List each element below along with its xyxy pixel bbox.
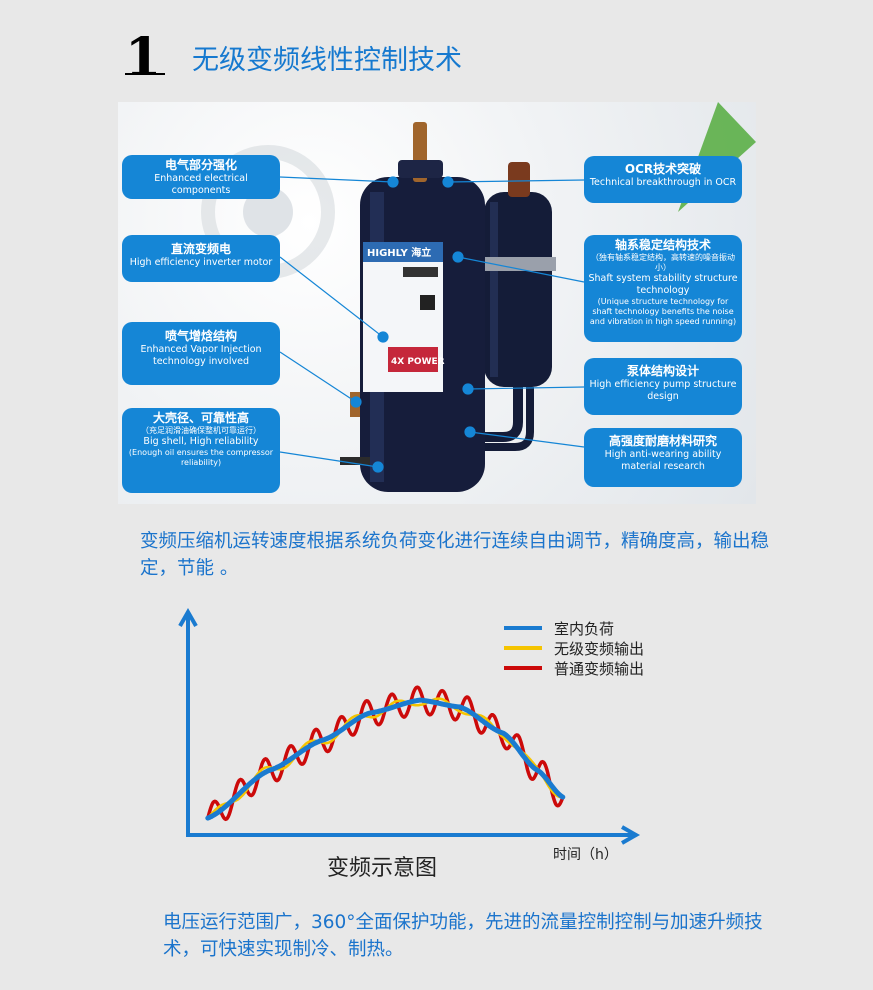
feature-title: 喷气增焓结构 xyxy=(164,329,237,343)
feature-box-ocr: OCR技术突破 Technical breakthrough in OCR xyxy=(584,156,742,203)
series-line-1 xyxy=(206,697,565,820)
feature-box-motor: 直流变频电 High efficiency inverter motor xyxy=(122,235,280,282)
feature-desc: Enhanced Vapor Injection technology invo… xyxy=(140,344,262,367)
feature-desc: High efficiency inverter motor xyxy=(129,257,273,268)
feature-desc: Shaft system stability structure technol… xyxy=(588,273,738,296)
section-number: 1 xyxy=(125,27,161,88)
feature-title: 大壳径、可靠性高 xyxy=(152,411,249,425)
feature-title: 直流变频电 xyxy=(170,242,231,256)
legend-label: 无级变频输出 xyxy=(554,640,644,658)
feature-desc: Enhanced electrical components xyxy=(154,173,248,196)
x-axis-arrow-icon xyxy=(621,825,641,845)
feature-box-reliability: 大壳径、可靠性高 （充足润滑油确保整机可靠运行） Big shell, High… xyxy=(122,408,280,493)
inverter-description: 变频压缩机运转速度根据系统负荷变化进行连续自由调节，精确度高，输出稳定，节能 。 xyxy=(140,531,770,579)
chart-axes xyxy=(186,614,632,837)
section-title: 无级变频线性控制技术 xyxy=(192,45,462,76)
legend-label: 普通变频输出 xyxy=(554,660,644,678)
feature-box-pump: 泵体结构设计 High efficiency pump structure de… xyxy=(584,358,742,415)
feature-box-electrical: 电气部分强化 Enhanced electrical components xyxy=(122,155,280,199)
feature-subtitle: （独有轴系稳定结构，高转速的噪音振动小） xyxy=(591,253,735,272)
section-number-underline xyxy=(125,73,165,75)
x-axis-label: 时间（h） xyxy=(553,847,618,863)
feature-title: 电气部分强化 xyxy=(164,158,237,172)
series-line-0 xyxy=(205,697,566,821)
y-axis-arrow-icon xyxy=(178,607,198,627)
compressor-photo: HIGHLY 海立 4X POWER 电气部分强化 Enhanced elect… xyxy=(118,102,756,504)
brand-label: HIGHLY 海立 xyxy=(367,246,431,259)
feature-box-vapor-injection: 喷气增焓结构 Enhanced Vapor Injection technolo… xyxy=(122,322,280,385)
feature-desc: Technical breakthrough in OCR xyxy=(589,177,737,188)
feature-desc: Big shell, High reliability xyxy=(143,436,259,447)
feature-subtitle: （充足润滑油确保整机可靠运行） xyxy=(141,426,261,435)
legend-label: 室内负荷 xyxy=(554,620,614,638)
feature-box-material: 高强度耐磨材料研究 High anti-wearing ability mate… xyxy=(584,428,742,487)
feature-desc-sub: (Enough oil ensures the compressor relia… xyxy=(128,447,274,467)
feature-title: 轴系稳定结构技术 xyxy=(614,238,711,252)
feature-box-shaft: 轴系稳定结构技术 （独有轴系稳定结构，高转速的噪音振动小） Shaft syst… xyxy=(584,235,742,342)
protection-description: 电压运行范围广，360°全面保护功能，先进的流量控制控制与加速升频技术，可快速实… xyxy=(163,912,763,960)
feature-title: 泵体结构设计 xyxy=(626,364,699,378)
compressor-illustration: HIGHLY 海立 4X POWER xyxy=(201,102,756,492)
feature-title: 高强度耐磨材料研究 xyxy=(608,434,717,448)
feature-title: OCR技术突破 xyxy=(624,162,702,176)
feature-desc: High efficiency pump structure design xyxy=(589,379,737,402)
feature-desc-sub: (Unique structure technology for shaft t… xyxy=(589,296,737,326)
feature-desc: High anti-wearing ability material resea… xyxy=(604,449,722,472)
badge-label: 4X POWER xyxy=(391,357,445,367)
chart-title: 变频示意图 xyxy=(327,856,438,881)
